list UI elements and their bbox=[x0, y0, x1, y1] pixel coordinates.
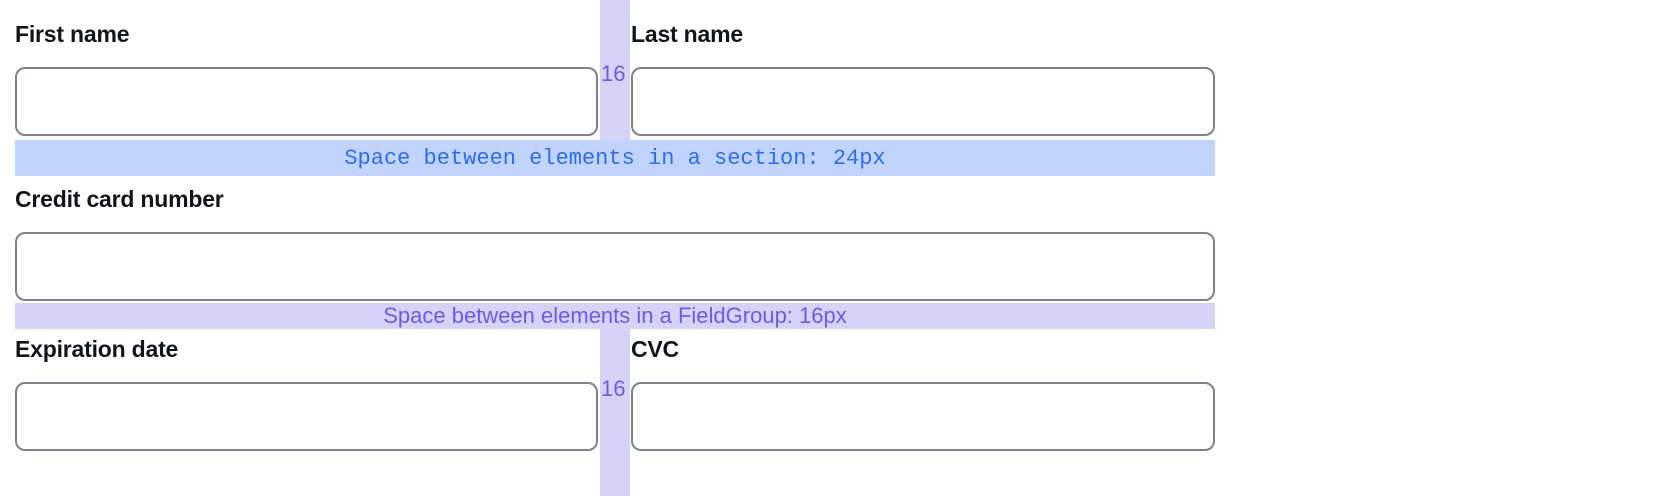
fieldgroup-spacing-band: Space between elements in a FieldGroup: … bbox=[15, 303, 1215, 329]
last-name-input[interactable] bbox=[631, 67, 1215, 136]
expiration-date-input[interactable] bbox=[15, 382, 598, 451]
section-spacing-band: Space between elements in a section: 24p… bbox=[15, 140, 1215, 176]
last-name-label: Last name bbox=[631, 21, 743, 47]
column-gap-highlight-top bbox=[600, 0, 630, 140]
column-gap-highlight-bottom bbox=[600, 329, 630, 496]
credit-card-number-input[interactable] bbox=[15, 232, 1215, 301]
cvc-input[interactable] bbox=[631, 382, 1215, 451]
expiration-date-label: Expiration date bbox=[15, 336, 179, 362]
first-name-input[interactable] bbox=[15, 67, 598, 136]
cvc-label: CVC bbox=[631, 336, 679, 362]
column-gap-label-top: 16 bbox=[601, 61, 626, 86]
credit-card-number-label: Credit card number bbox=[15, 186, 224, 212]
column-gap-label-bottom: 16 bbox=[601, 376, 626, 401]
first-name-label: First name bbox=[15, 21, 130, 47]
